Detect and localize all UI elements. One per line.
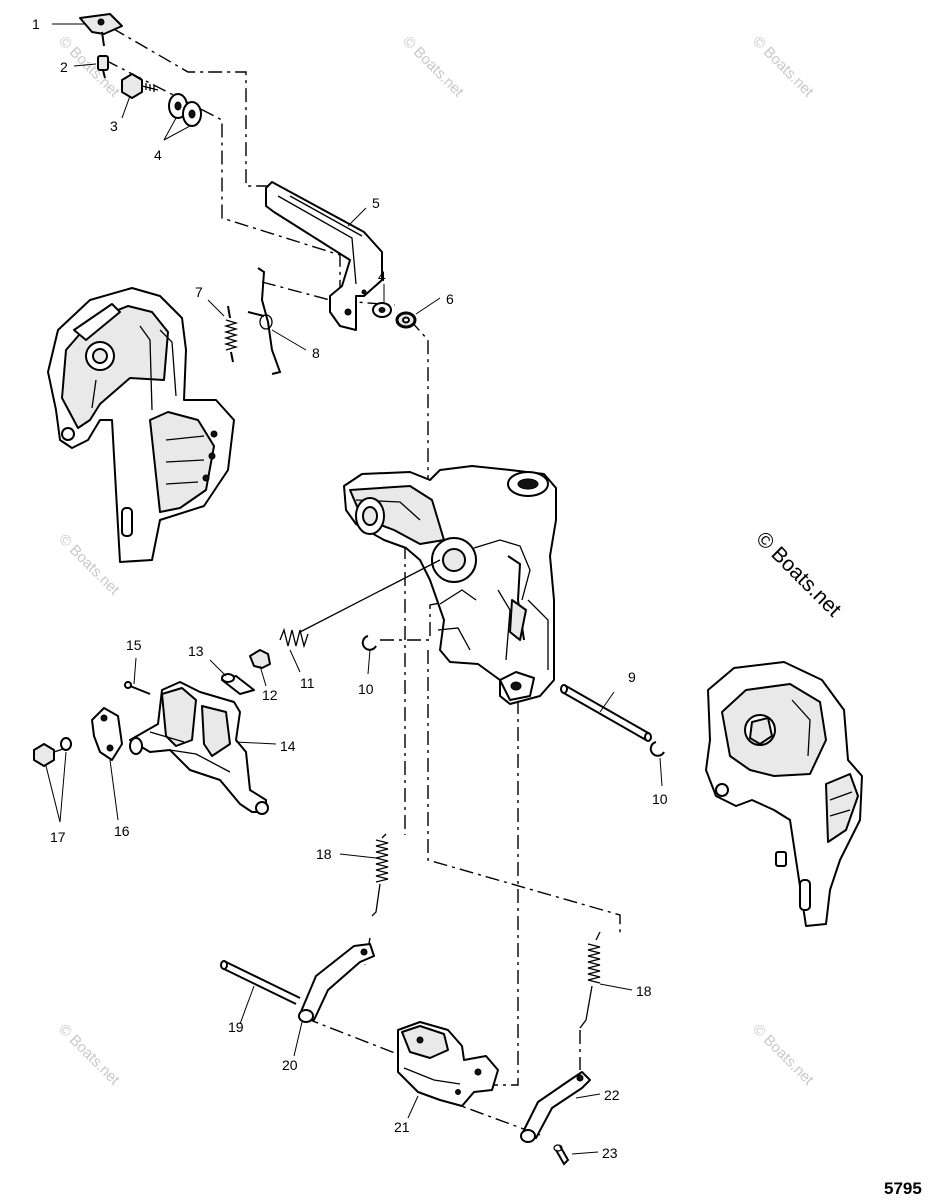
part-20-arm <box>298 943 375 1023</box>
callout-11: 11 <box>300 675 315 691</box>
right-clamp-bracket <box>705 661 863 927</box>
part-9-rod <box>560 684 652 742</box>
part-5-bracket <box>265 181 383 331</box>
part-1-clip <box>79 13 123 47</box>
callout-5: 5 <box>372 195 380 211</box>
watermark: © Boats.net <box>749 33 817 101</box>
watermark: © Boats.net <box>55 531 123 599</box>
callout-13: 13 <box>188 643 204 659</box>
callout-18: 18 <box>316 846 332 862</box>
part-12-cap <box>249 649 271 669</box>
callout-16: 16 <box>114 823 130 839</box>
callout-17: 17 <box>50 829 66 845</box>
part-22-arm <box>520 1071 591 1143</box>
part-8-wire-spring <box>247 267 282 375</box>
callout-6: 6 <box>446 291 454 307</box>
callout-21: 21 <box>394 1119 410 1135</box>
left-clamp-bracket <box>47 287 235 563</box>
part-3-screw <box>121 73 159 99</box>
part-18-spring-b <box>579 931 601 1029</box>
part-10-clip-b <box>649 741 665 757</box>
callout-1: 1 <box>32 16 40 32</box>
callout-10: 10 <box>358 681 374 697</box>
part-21-bracket <box>397 1021 499 1107</box>
callout-10: 10 <box>652 791 668 807</box>
part-15-pin <box>124 681 151 695</box>
part-11-spring <box>279 559 441 649</box>
part-4-washers <box>168 93 202 127</box>
part-18-spring-a <box>371 833 389 917</box>
part-4-washer-b <box>372 302 392 318</box>
callout-4: 4 <box>378 268 386 284</box>
callout-8: 8 <box>312 345 320 361</box>
watermark: © Boats.net <box>55 1021 123 1089</box>
part-2-pin <box>97 55 109 79</box>
part-14-lever <box>129 681 269 815</box>
part-17-screw <box>33 737 72 767</box>
watermark: © Boats.net <box>749 1021 817 1089</box>
callout-14: 14 <box>280 738 296 754</box>
callout-22: 22 <box>604 1087 620 1103</box>
watermark-large: © Boats.net <box>751 527 845 621</box>
watermark: © Boats.net <box>399 33 467 101</box>
part-19-rod <box>220 960 301 1005</box>
callout-12: 12 <box>262 687 278 703</box>
callout-2: 2 <box>60 59 68 75</box>
callout-3: 3 <box>110 118 118 134</box>
callout-15: 15 <box>126 637 142 653</box>
part-13-sleeve <box>221 673 255 695</box>
part-23-cotter-pin <box>553 1144 570 1166</box>
part-7-spring <box>223 305 239 363</box>
callout-4: 4 <box>154 147 162 163</box>
callout-19: 19 <box>228 1019 244 1035</box>
drawing-code: 5795 <box>884 1179 922 1198</box>
callout-9: 9 <box>628 669 636 685</box>
part-6-washer <box>395 311 417 329</box>
callout-23: 23 <box>602 1145 618 1161</box>
callouts: 1 2 3 4 5 4 6 7 8 9 10 10 11 12 13 14 15… <box>32 16 668 1161</box>
leader-lines <box>45 23 663 1155</box>
assembly-lines <box>104 27 621 1136</box>
part-10-clip-a <box>361 635 377 651</box>
swivel-bracket <box>343 465 557 705</box>
callout-20: 20 <box>282 1057 298 1073</box>
callout-18: 18 <box>636 983 652 999</box>
part-16-plate <box>91 707 123 761</box>
callout-7: 7 <box>195 284 203 300</box>
